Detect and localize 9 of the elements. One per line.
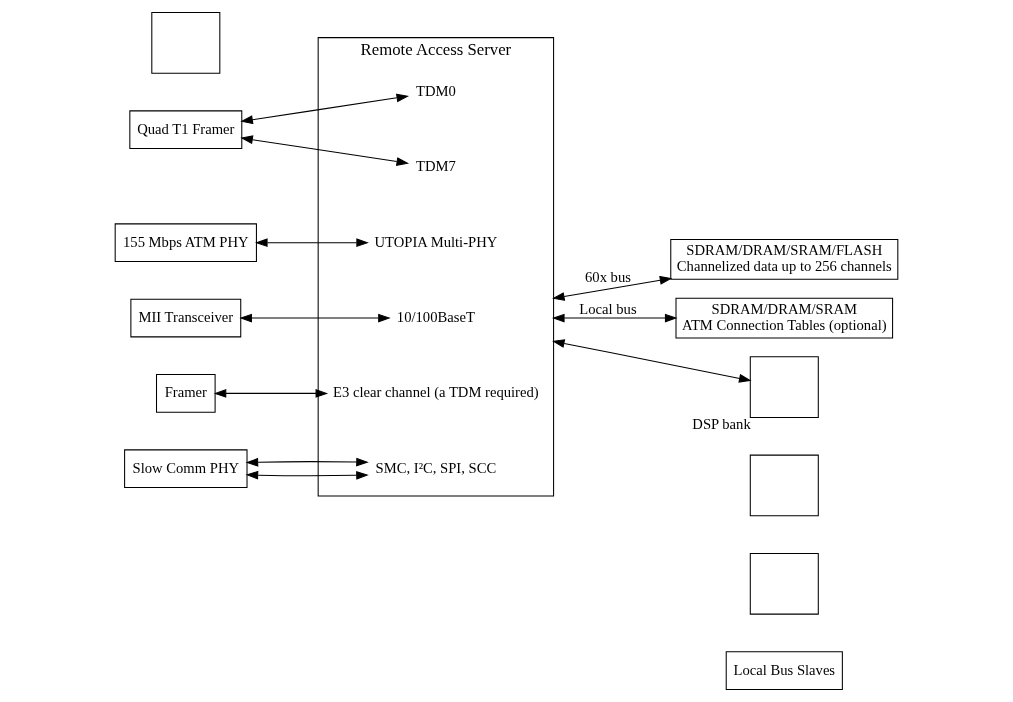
node-text: E3 clear channel (a TDM required) bbox=[333, 384, 539, 401]
node-text: SMC, I²C, SPI, SCC bbox=[375, 459, 497, 476]
node-text: 10/100BaseT bbox=[396, 308, 475, 325]
node-text: TDM7 bbox=[415, 158, 456, 175]
node-label: DSP bank bbox=[692, 416, 751, 433]
node-text: TDM0 bbox=[415, 82, 456, 99]
edge-label: Local bus bbox=[579, 301, 637, 318]
edge-label: 60x bus bbox=[585, 268, 631, 285]
node-text: UTOPIA Multi-PHY bbox=[374, 233, 498, 250]
